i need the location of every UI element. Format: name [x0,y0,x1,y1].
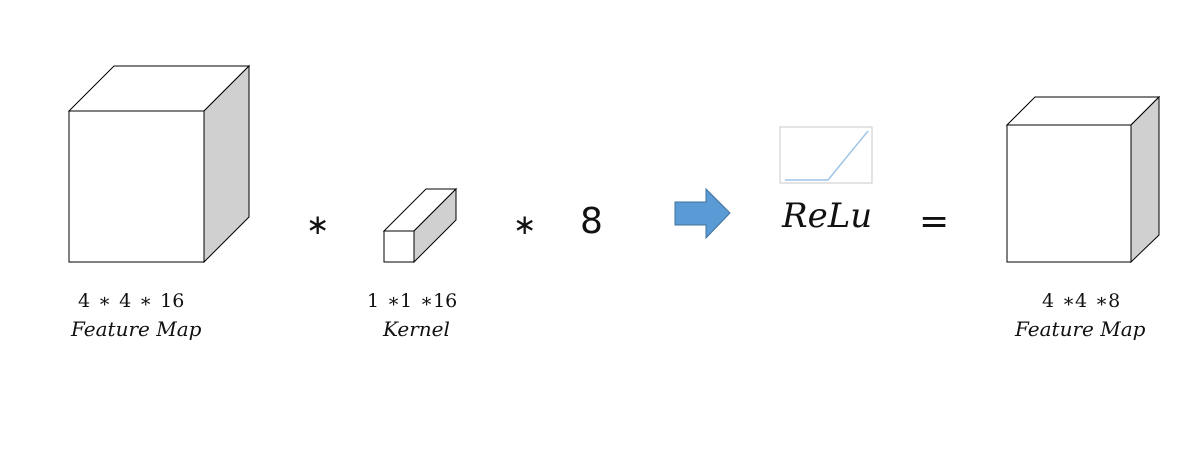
input-feature-map-cube [67,64,251,264]
right-arrow-icon [674,187,731,240]
output-cube-side [1130,95,1160,264]
equals-sign: = [919,201,950,242]
kernel-count: 8 [580,201,603,242]
input-caption: Feature Map [71,317,202,341]
kernel-cube [382,187,458,264]
multiply-operator-2: ∗ [513,208,537,241]
output-feature-map-cube [1005,95,1161,264]
multiply-operator-1: ∗ [306,208,330,241]
output-dims-label: 4 ∗4 ∗8 [1042,290,1121,312]
kernel-caption: Kernel [383,317,450,341]
relu-curve [785,130,869,181]
output-cube-front [1006,124,1132,263]
kernel-dims-label: 1 ∗1 ∗16 [367,290,458,312]
output-caption: Feature Map [1015,317,1146,341]
input-dims-label: 4 ∗ 4 ∗ 16 [78,290,185,312]
input-cube-front [68,110,205,263]
relu-plot-icon [779,126,873,184]
relu-plot-frame [779,126,873,184]
relu-label: ReLu [782,196,873,236]
kernel-cube-front [383,230,415,263]
